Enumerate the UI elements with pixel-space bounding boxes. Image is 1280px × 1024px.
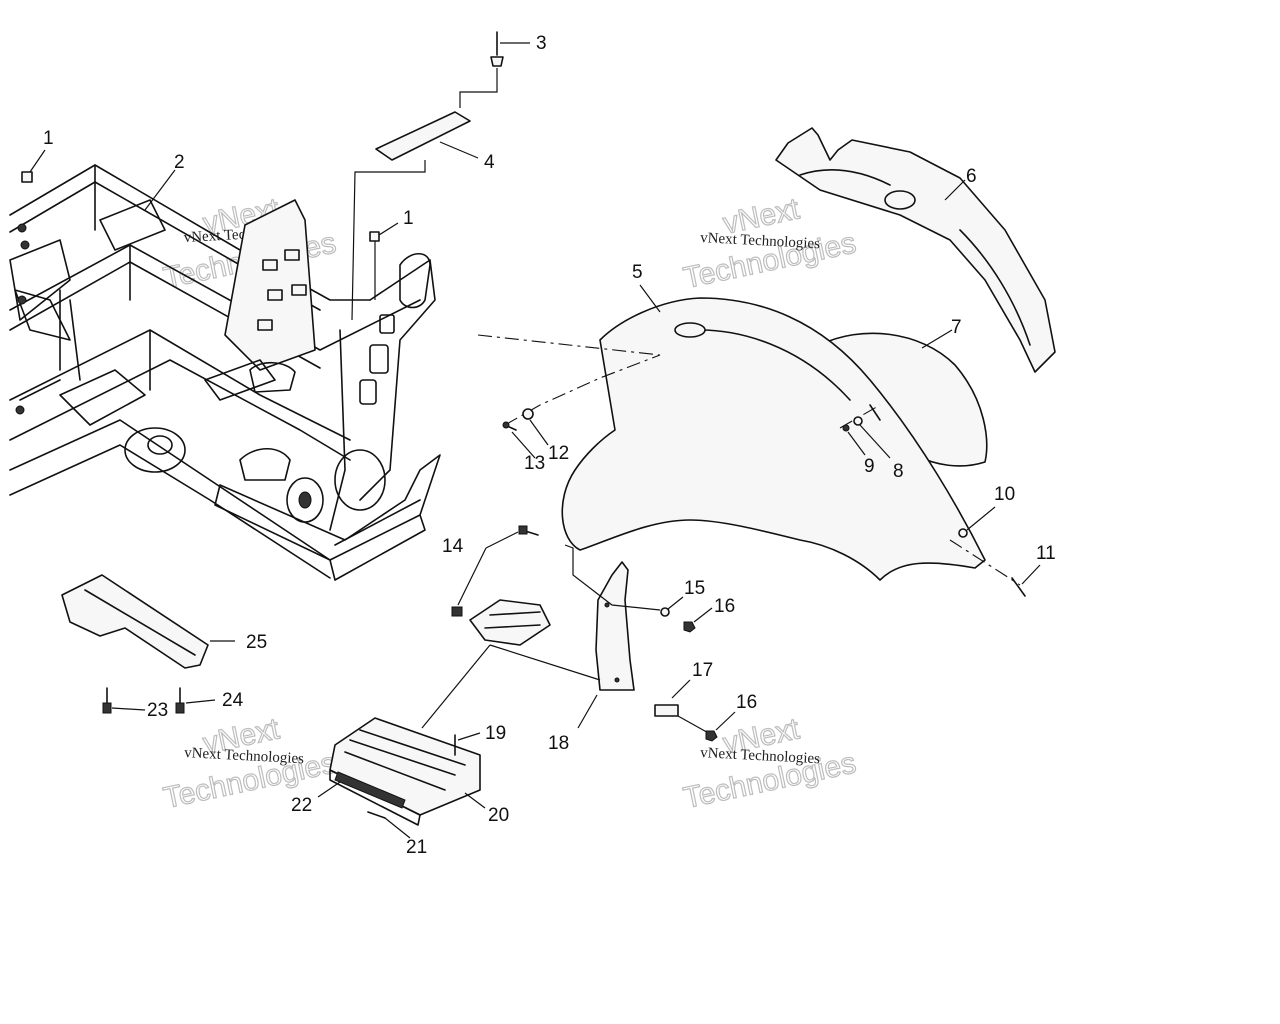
bolt-part-23 [102,687,146,714]
bolt-part-14-bottom [451,606,463,617]
centerline [477,334,661,356]
washer-part-15 [660,596,684,617]
bolt-part-14-top [518,525,539,536]
screw-part-3 [490,31,530,67]
callout-18: 18 [548,733,569,754]
leader-18-bracket [489,644,601,681]
callout-9: 9 [864,456,875,477]
footrest-part-20 [329,717,486,826]
callout-12: 12 [548,443,569,464]
bolt-part-24 [175,687,216,714]
mudflap-part-18 [577,561,635,729]
callout-13: 13 [524,453,545,474]
callout-8: 8 [893,461,904,482]
cover-part-6 [775,127,1056,373]
mount-line [949,539,1021,586]
clip-part-1-left [21,149,46,183]
washer-part-8 [853,416,891,459]
clip-part-1-right [369,222,399,300]
bolt-part-9 [842,424,866,456]
mount-line [839,404,881,429]
watermark-text: vNext Technologies [700,230,821,252]
pin-part-19 [454,732,481,756]
plate-part-4 [375,111,479,161]
callout-20: 20 [488,805,509,826]
callout-23: 23 [147,700,168,721]
callout-3: 3 [536,33,547,54]
leader-4-to-frame [351,160,426,321]
nut-part-16-top [683,607,713,633]
callout-17: 17 [692,660,713,681]
grommet-part-10 [958,506,996,538]
callout-11: 11 [1036,543,1056,564]
callout-5: 5 [632,262,643,283]
callout-1-left: 1 [43,128,54,149]
leader-3-to-4 [459,68,498,108]
watermark-text: vNext Technologies [700,745,821,767]
callout-1-right: 1 [403,208,414,229]
screw-part-11 [1011,564,1041,597]
callout-16-bottom: 16 [736,692,757,713]
leader-to-flap [564,544,661,611]
callout-7: 7 [951,317,962,338]
fender-part-5 [561,284,986,581]
callout-10: 10 [994,484,1015,505]
washer-part-12 [522,408,549,446]
leader-part-14 [457,531,519,606]
bracket-part-17 [654,679,691,717]
bolt-part-13 [502,421,536,459]
callout-22: 22 [291,795,312,816]
callout-14: 14 [442,536,464,557]
callout-19: 19 [485,723,506,744]
callout-21: 21 [406,837,427,858]
rail-part-22 [317,771,406,809]
callout-4: 4 [484,152,495,173]
skid-plate-part-25 [61,574,235,669]
footrest-bracket [421,599,551,729]
callout-24: 24 [222,690,244,711]
screw-part-21 [367,811,411,839]
callout-15: 15 [684,578,705,599]
frame-assembly [9,164,441,581]
callout-6: 6 [966,166,977,187]
fender-part-7 [819,329,988,467]
callout-16-top: 16 [714,596,735,617]
callout-2: 2 [174,152,185,173]
nut-part-16-bottom [705,711,736,742]
callout-25: 25 [246,632,267,653]
watermark-text: vNext Technologies [184,745,305,767]
leader-part-2 [144,169,176,211]
